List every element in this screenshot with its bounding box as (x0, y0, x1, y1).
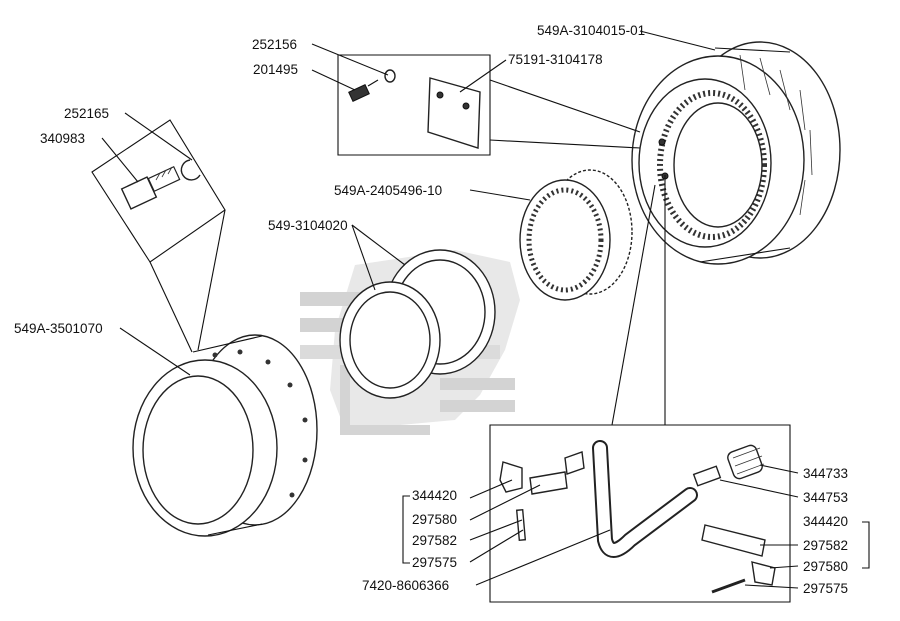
label-75191-3104178: 75191-3104178 (508, 52, 603, 67)
housing-549A-3104015-01 (631, 41, 841, 265)
label-297575-right: 297575 (803, 581, 848, 596)
label-549A-3104015-01: 549A-3104015-01 (537, 23, 645, 38)
label-297580-right: 297580 (803, 559, 848, 574)
labels: 252156 201495 75191-3104178 549A-3104015… (14, 23, 848, 596)
plate-group-box (337, 54, 641, 156)
housing-549A-3501070 (132, 334, 318, 537)
label-549-3104020: 549-3104020 (268, 218, 348, 233)
label-252156: 252156 (252, 37, 297, 52)
label-344420-left: 344420 (412, 488, 457, 503)
label-549A-3501070: 549A-3501070 (14, 321, 103, 336)
gear-ring-549A-2405496-10 (519, 169, 633, 301)
rings-549-3104020 (339, 249, 496, 399)
label-201495: 201495 (253, 62, 298, 77)
label-252165: 252165 (64, 106, 109, 121)
label-344733: 344733 (803, 466, 848, 481)
label-297582-left: 297582 (412, 533, 457, 548)
label-297575-left: 297575 (412, 555, 457, 570)
label-344753: 344753 (803, 490, 848, 505)
label-7420-8606366: 7420-8606366 (362, 578, 449, 593)
leader-lines (101, 30, 870, 589)
label-297582-right: 297582 (803, 538, 848, 553)
label-297580-left: 297580 (412, 512, 457, 527)
detail-box (489, 175, 791, 603)
label-340983: 340983 (40, 131, 85, 146)
label-344420-right: 344420 (803, 514, 848, 529)
bolt-group-box (91, 119, 226, 353)
label-549A-2405496-10: 549A-2405496-10 (334, 183, 442, 198)
